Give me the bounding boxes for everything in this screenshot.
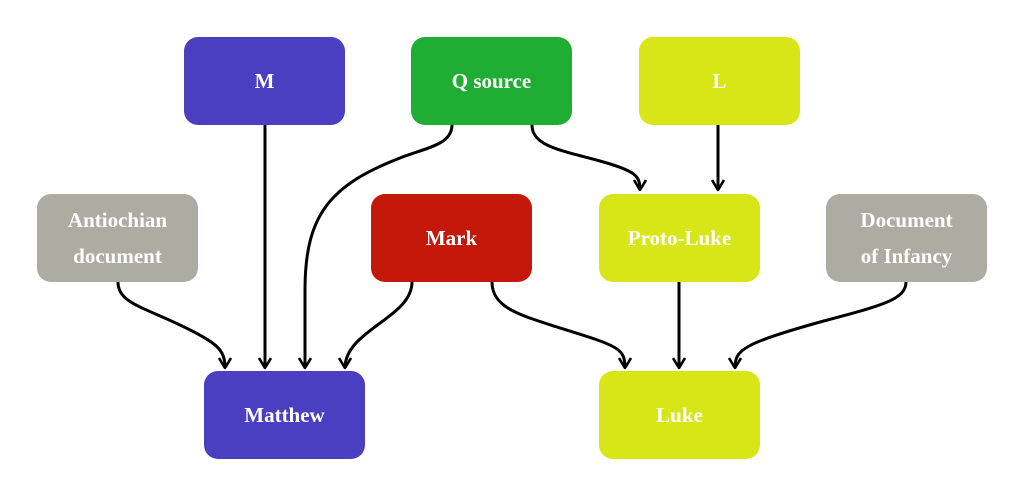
node-luke: Luke — [599, 371, 760, 459]
node-m: M — [184, 37, 345, 125]
node-matthew-label: Matthew — [244, 403, 325, 427]
node-l: L — [639, 37, 800, 125]
node-infancy-line2: of Infancy — [860, 244, 953, 268]
node-mark-label: Mark — [425, 226, 478, 250]
node-m-label: M — [254, 69, 275, 93]
node-l-label: L — [712, 69, 727, 93]
node-matthew: Matthew — [204, 371, 365, 459]
node-q-source: Q source — [411, 37, 572, 125]
edge-infancy-luke — [735, 281, 908, 368]
node-infancy-line1: Document — [860, 208, 953, 232]
edge-q-protoluke — [530, 124, 640, 190]
node-q-label: Q source — [451, 69, 532, 93]
node-antiochian-line1: Antiochian — [67, 208, 168, 232]
node-luke-label: Luke — [656, 403, 703, 427]
edge-mark-matthew — [345, 281, 414, 368]
edge-antiochian-matthew — [116, 281, 225, 368]
node-document-of-infancy: Document of Infancy — [826, 194, 987, 282]
node-protoluke-label: Proto-Luke — [627, 226, 732, 250]
node-proto-luke: Proto-Luke — [599, 194, 760, 282]
node-mark: Mark — [371, 194, 532, 282]
node-antiochian-line2: document — [73, 244, 162, 268]
edge-mark-luke — [490, 281, 625, 368]
edge-q-matthew — [305, 124, 454, 368]
node-antiochian-document: Antiochian document — [37, 194, 198, 282]
